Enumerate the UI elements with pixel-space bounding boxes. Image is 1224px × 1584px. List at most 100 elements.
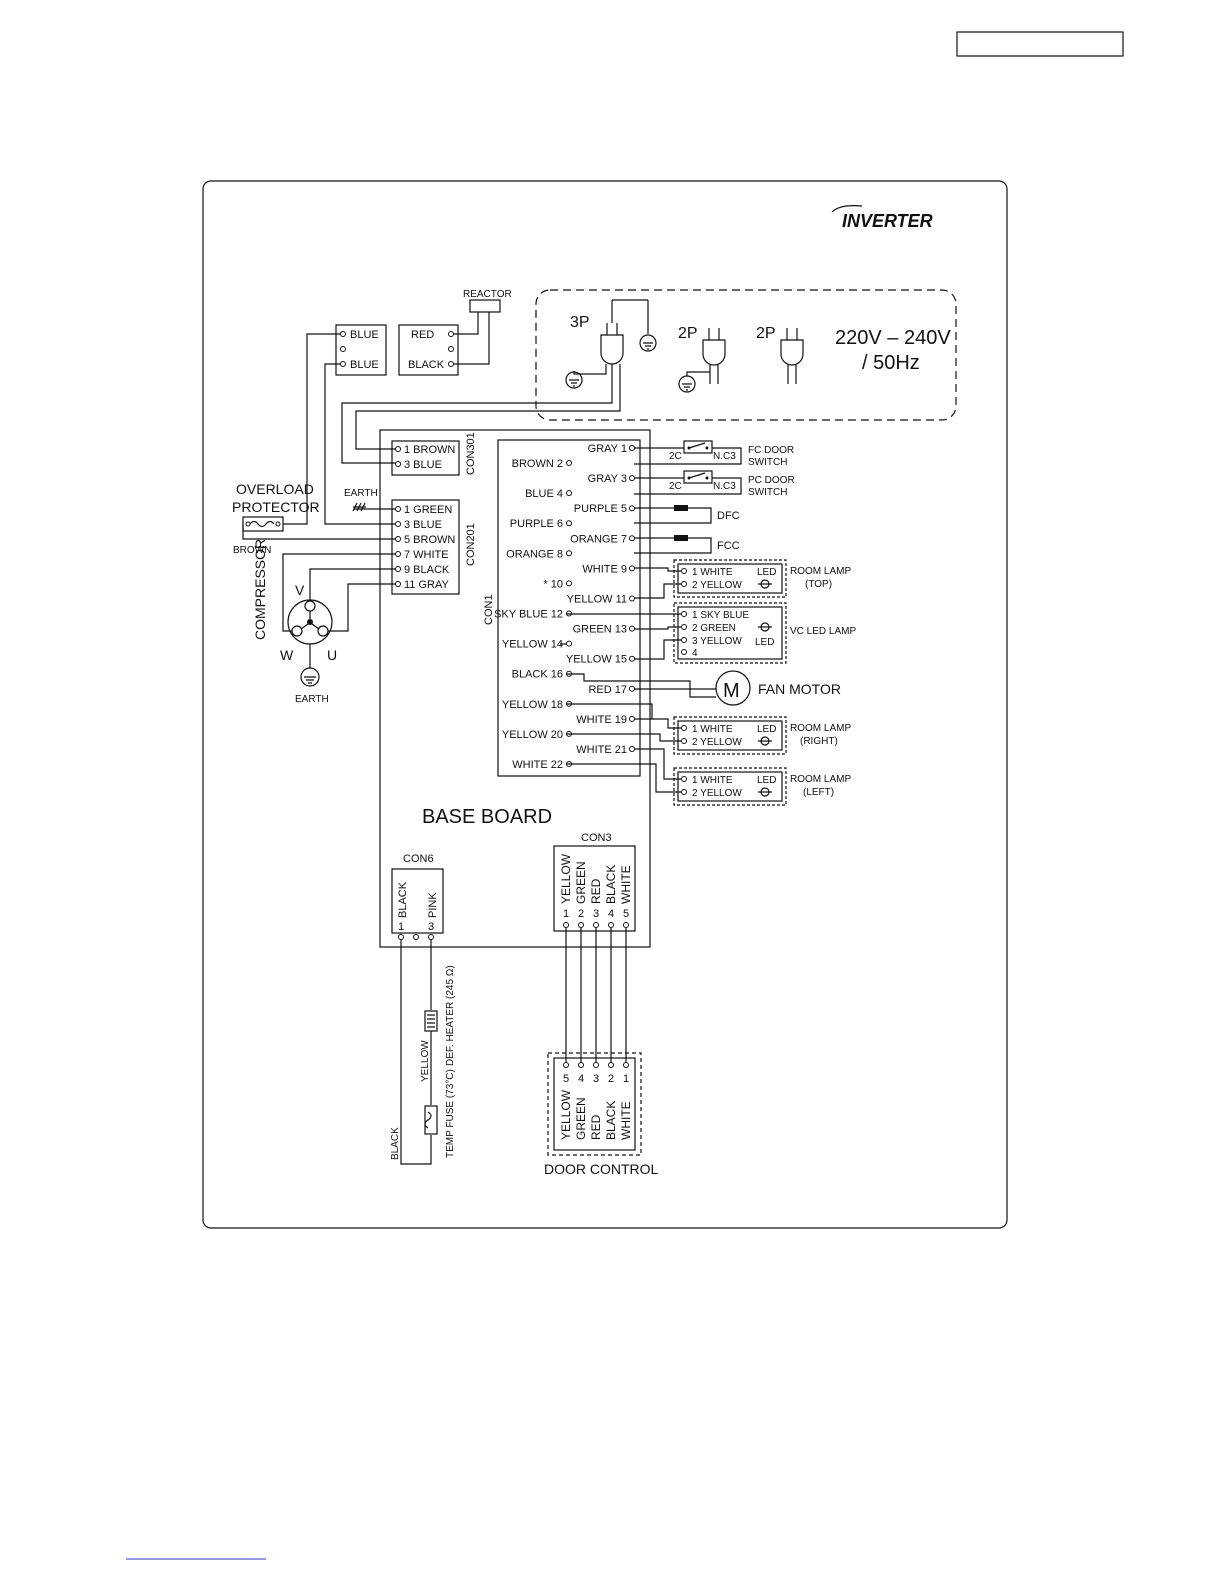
overload-line2: PROTECTOR: [232, 499, 320, 515]
pc-contact: 2C: [669, 481, 682, 492]
compressor-v: V: [295, 582, 305, 598]
compressor-label: COMPRESSOR: [252, 539, 268, 640]
con1-right-pin-label: WHITE 19: [576, 714, 627, 726]
lamp-top-line2: (TOP): [805, 579, 832, 590]
door-control-num: 3: [593, 1073, 599, 1085]
def-heater-icon: [424, 1010, 438, 1032]
led-icon: [758, 622, 772, 632]
vc-pin4: 4: [692, 648, 698, 659]
con1-right-pin-label: WHITE 21: [576, 744, 627, 756]
fcc-heater-icon: [634, 535, 712, 554]
con201-label: CON201: [465, 523, 477, 566]
frequency-label: / 50Hz: [862, 352, 920, 374]
plug-2p-b-icon: [780, 328, 804, 384]
con201-pin7: 7 WHITE: [404, 549, 449, 561]
lamp-left-pin1: 1 WHITE: [692, 775, 733, 786]
door-control-label: DOOR CONTROL: [544, 1161, 659, 1177]
con1-right-pin: [629, 505, 635, 512]
con3-color: YELLOW: [559, 853, 573, 904]
con1-left-pin: [566, 520, 572, 527]
con1-left-pin: [566, 550, 572, 557]
con1-left-pin-label: YELLOW 14: [502, 639, 563, 651]
con1: [497, 439, 641, 777]
lamp-right-pin1: 1 WHITE: [692, 724, 733, 735]
vc-pin1: 1 SKY BLUE: [692, 610, 749, 621]
compressor-motor-icon: [282, 553, 396, 687]
con3-num: 3: [593, 908, 599, 920]
reactor-symbol: [469, 299, 501, 313]
vc-led: LED: [755, 637, 774, 648]
door-control-num: 2: [608, 1073, 614, 1085]
con1-right-pin-label: WHITE 9: [582, 563, 627, 575]
con3-color: RED: [589, 878, 603, 904]
con201-pin1: 1 GREEN: [404, 504, 452, 516]
heater-wire-yellow: YELLOW: [420, 1040, 431, 1082]
door-control-pin: [593, 1062, 599, 1068]
fan-motor-icon: [715, 670, 751, 706]
con1-left-pin-label: BLUE 4: [525, 488, 563, 500]
diagram-frame: [202, 180, 1008, 1229]
door-control-color: YELLOW: [559, 1089, 573, 1140]
con3-pin: [608, 922, 614, 928]
con301: [391, 440, 460, 476]
pc-door-switch-icon: [634, 470, 742, 495]
reactor-right-top: RED: [411, 329, 434, 341]
con3-color: GREEN: [574, 861, 588, 904]
power-supply-group: [535, 289, 957, 421]
reactor-left-bottom: BLUE: [350, 359, 379, 371]
con3-pin: [578, 922, 584, 928]
lamp-left-line2: (LEFT): [803, 787, 834, 798]
fc-line2: SWITCH: [748, 457, 787, 468]
con301-label: CON301: [465, 432, 477, 475]
dfc-label: DFC: [717, 510, 740, 522]
fc-type: N.C3: [713, 451, 736, 462]
con1-right-pin: [629, 625, 635, 632]
fc-line1: FC DOOR: [748, 445, 794, 456]
voltage-label: 220V – 240V: [835, 327, 951, 349]
fcc-label: FCC: [717, 540, 740, 552]
door-control-pin: [578, 1062, 584, 1068]
con1-left-pin-label: * 10: [543, 578, 563, 590]
plug-3p-label: 3P: [570, 314, 590, 331]
temp-fuse-label: TEMP FUSE (73°C): [445, 1069, 456, 1158]
lamp-left-group: [673, 767, 787, 806]
con3-label: CON3: [581, 832, 612, 844]
def-heater-label: DEF. HEATER (245 Ω): [445, 965, 456, 1066]
con201-pin11: 11 GRAY: [404, 579, 449, 591]
con1-label: CON1: [483, 594, 495, 625]
con3-color: BLACK: [604, 865, 618, 904]
con1-left-pin: [566, 490, 572, 497]
con201-pin9: 9 BLACK: [404, 564, 450, 576]
led-icon: [758, 787, 772, 797]
con1-right-pin: [629, 715, 635, 722]
con301-pin3: 3 BLUE: [404, 459, 442, 471]
con3-pin: [623, 922, 629, 928]
con3: [553, 845, 636, 932]
compressor-earth: EARTH: [295, 694, 329, 705]
inverter-logo: INVERTER: [831, 205, 933, 231]
vc-pin2: 2 GREEN: [692, 623, 736, 634]
door-control-pin: [608, 1062, 614, 1068]
pc-type: N.C3: [713, 481, 736, 492]
led-icon: [758, 579, 772, 589]
lamp-right-led: LED: [757, 724, 776, 735]
reactor-right-bottom: BLACK: [408, 359, 445, 371]
lamp-top-line1: ROOM LAMP: [790, 566, 851, 577]
base-board-label: BASE BOARD: [422, 806, 552, 828]
pc-line1: PC DOOR: [748, 475, 795, 486]
con1-right-pin: [629, 475, 635, 482]
con1-right-pin-label: GRAY 3: [588, 473, 627, 485]
con1-left-pin-label: BROWN 2: [512, 458, 563, 470]
reactor-left-block: [335, 324, 387, 376]
overload-line1: OVERLOAD: [236, 481, 314, 497]
temp-fuse-icon: [424, 1105, 438, 1135]
con3-num: 4: [608, 908, 614, 920]
con1-right-pin-label: YELLOW 11: [567, 594, 627, 606]
con1-right-pin: [629, 685, 635, 692]
con1-left-pin-label: YELLOW 20: [502, 729, 563, 741]
con3-num: 1: [563, 908, 569, 920]
lamp-top-pin2: 2 YELLOW: [692, 580, 742, 591]
